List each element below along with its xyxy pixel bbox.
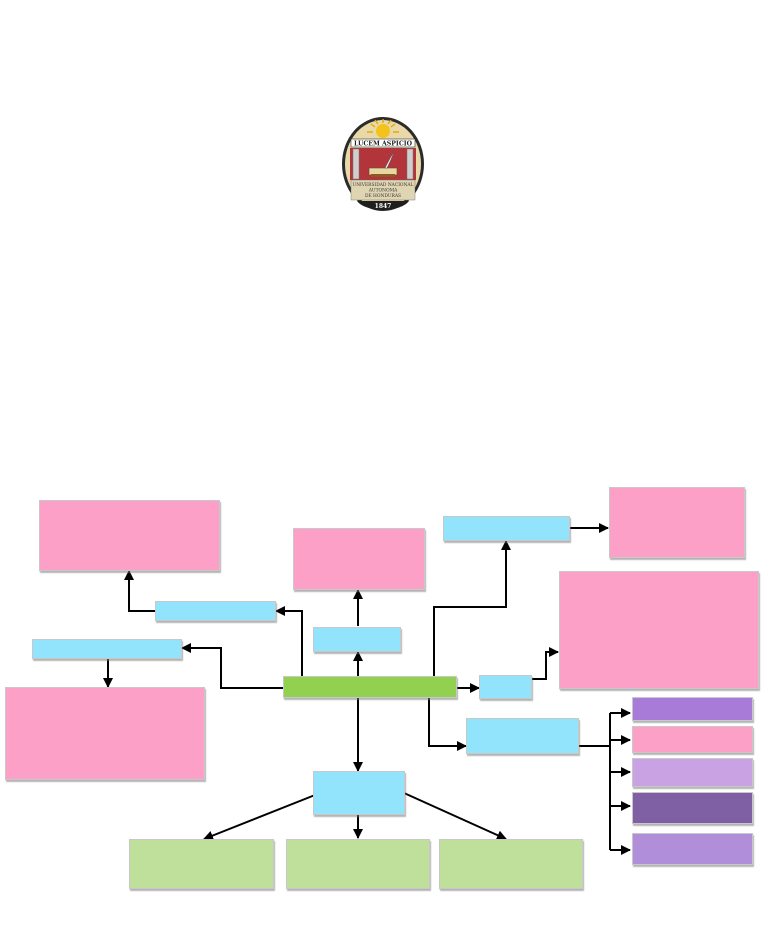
connector-to-green-right (403, 792, 507, 840)
box-pink-lower-left (5, 687, 205, 780)
university-seal-logo: LUCEM ASPICIO UNIVERSIDAD NACIONAL AUTON… (342, 117, 424, 211)
box-cyan-left (32, 639, 182, 659)
box-pink-upper-left (39, 500, 220, 571)
connector-upper-left-cyan-to-pink (124, 570, 155, 612)
connector-to-green-left (203, 794, 316, 841)
box-cyan-lower-right (466, 718, 579, 754)
box-green-middle (286, 839, 430, 889)
seal-institution-line3: DE HONDURAS (365, 194, 401, 199)
box-green-left (129, 839, 274, 889)
seal-institution-line2: AUTONOMA (368, 189, 398, 194)
connector-to-lower-right-cyan (428, 698, 467, 751)
seal-motto: LUCEM ASPICIO (354, 141, 413, 148)
box-cyan-top-right (443, 516, 570, 541)
box-pink-top-right (609, 487, 745, 558)
box-cyan-upper-left (155, 601, 276, 621)
seal-year: 1847 (375, 203, 392, 210)
connector-to-left-cyan (181, 643, 283, 689)
box-central-node (283, 676, 457, 698)
box-purple-item-3 (632, 792, 753, 824)
box-green-right (439, 839, 583, 889)
seal-institution-line1: UNIVERSIDAD NACIONAL (353, 183, 414, 188)
box-purple-item-1 (632, 697, 753, 721)
box-pink-right-large (559, 571, 759, 689)
box-cyan-small-right (479, 675, 532, 699)
box-pink-top-center (293, 528, 425, 590)
box-pink-item (632, 726, 753, 753)
box-purple-item-2 (632, 758, 753, 787)
connector-small-cyan-to-pink (532, 647, 559, 680)
box-cyan-upper-center (313, 627, 401, 652)
sun-icon (367, 119, 399, 138)
connector-to-upper-left-cyan (275, 606, 303, 676)
box-cyan-lower-center (313, 771, 405, 815)
box-purple-item-4 (632, 833, 753, 865)
connector-to-top-right-cyan (433, 540, 511, 676)
